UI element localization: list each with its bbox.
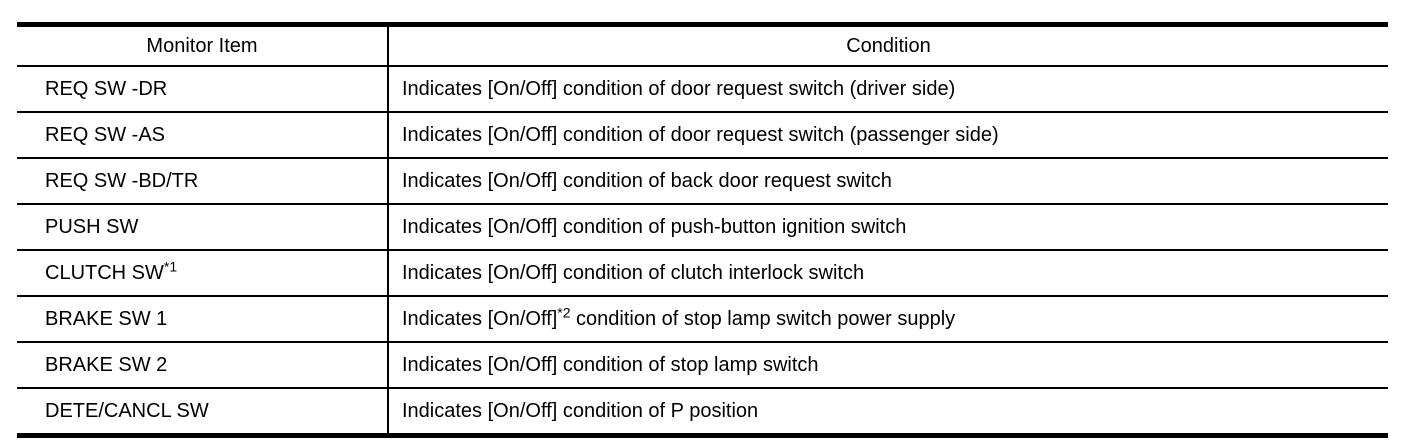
condition-cell: Indicates [On/Off] condition of stop lam… — [388, 341, 1388, 388]
header-monitor-item: Monitor Item — [17, 24, 389, 67]
monitor-item-cell: REQ SW -DR — [17, 65, 389, 112]
table-row: BRAKE SW 1 Indicates [On/Off]*2 conditio… — [17, 295, 1388, 342]
table-row: DETE/CANCL SW Indicates [On/Off] conditi… — [17, 387, 1388, 436]
footnote-marker: *2 — [557, 303, 571, 320]
monitor-item-cell: DETE/CANCL SW — [17, 387, 389, 436]
monitor-item-cell: PUSH SW — [17, 203, 389, 250]
monitor-table: Monitor Item Condition REQ SW -DR Indica… — [17, 22, 1388, 438]
footnote-marker: *1 — [163, 257, 178, 274]
table-row: REQ SW -BD/TR Indicates [On/Off] conditi… — [17, 157, 1388, 204]
monitor-item-cell: BRAKE SW 2 — [17, 341, 389, 388]
table-row: PUSH SW Indicates [On/Off] condition of … — [17, 203, 1388, 250]
condition-cell: Indicates [On/Off] condition of door req… — [388, 65, 1388, 112]
table-row: CLUTCH SW*1 Indicates [On/Off] condition… — [17, 249, 1388, 296]
monitor-item-text: PUSH SW — [45, 215, 139, 238]
monitor-item-text: REQ SW -DR — [45, 77, 168, 100]
header-condition: Condition — [388, 24, 1388, 67]
monitor-item-cell: REQ SW -AS — [17, 111, 389, 158]
condition-cell: Indicates [On/Off] condition of back doo… — [388, 157, 1388, 204]
condition-cell: Indicates [On/Off]*2 condition of stop l… — [388, 295, 1388, 342]
monitor-item-cell: REQ SW -BD/TR — [17, 157, 389, 204]
table-row: REQ SW -AS Indicates [On/Off] condition … — [17, 111, 1388, 158]
condition-text: Indicates [On/Off] condition of P positi… — [402, 399, 759, 422]
monitor-item-text: BRAKE SW 2 — [45, 353, 168, 376]
condition-text-post: condition of stop lamp switch power supp… — [570, 307, 956, 330]
condition-text: Indicates [On/Off] condition of back doo… — [402, 169, 892, 192]
monitor-item-text: BRAKE SW 1 — [45, 307, 168, 330]
header-row: Monitor Item Condition — [17, 24, 1388, 67]
table-row: REQ SW -DR Indicates [On/Off] condition … — [17, 65, 1388, 112]
monitor-item-text: DETE/CANCL SW — [45, 399, 209, 422]
monitor-table-container: Monitor Item Condition REQ SW -DR Indica… — [17, 22, 1388, 438]
condition-text: Indicates [On/Off] condition of door req… — [402, 123, 999, 146]
monitor-item-text: REQ SW -BD/TR — [45, 169, 199, 192]
condition-text: Indicates [On/Off] condition of clutch i… — [402, 261, 865, 284]
condition-text: Indicates [On/Off] condition of door req… — [402, 77, 956, 100]
monitor-item-text: REQ SW -AS — [45, 123, 166, 146]
monitor-item-cell: BRAKE SW 1 — [17, 295, 389, 342]
condition-text: Indicates [On/Off] condition of stop lam… — [402, 353, 819, 376]
table-row: BRAKE SW 2 Indicates [On/Off] condition … — [17, 341, 1388, 388]
condition-cell: Indicates [On/Off] condition of clutch i… — [388, 249, 1388, 296]
condition-text: Indicates [On/Off] — [402, 307, 558, 330]
condition-text: Indicates [On/Off] condition of push-but… — [402, 215, 907, 238]
condition-cell: Indicates [On/Off] condition of push-but… — [388, 203, 1388, 250]
condition-cell: Indicates [On/Off] condition of P positi… — [388, 387, 1388, 436]
condition-cell: Indicates [On/Off] condition of door req… — [388, 111, 1388, 158]
monitor-item-cell: CLUTCH SW*1 — [17, 249, 389, 296]
monitor-item-text: CLUTCH SW — [45, 261, 164, 284]
